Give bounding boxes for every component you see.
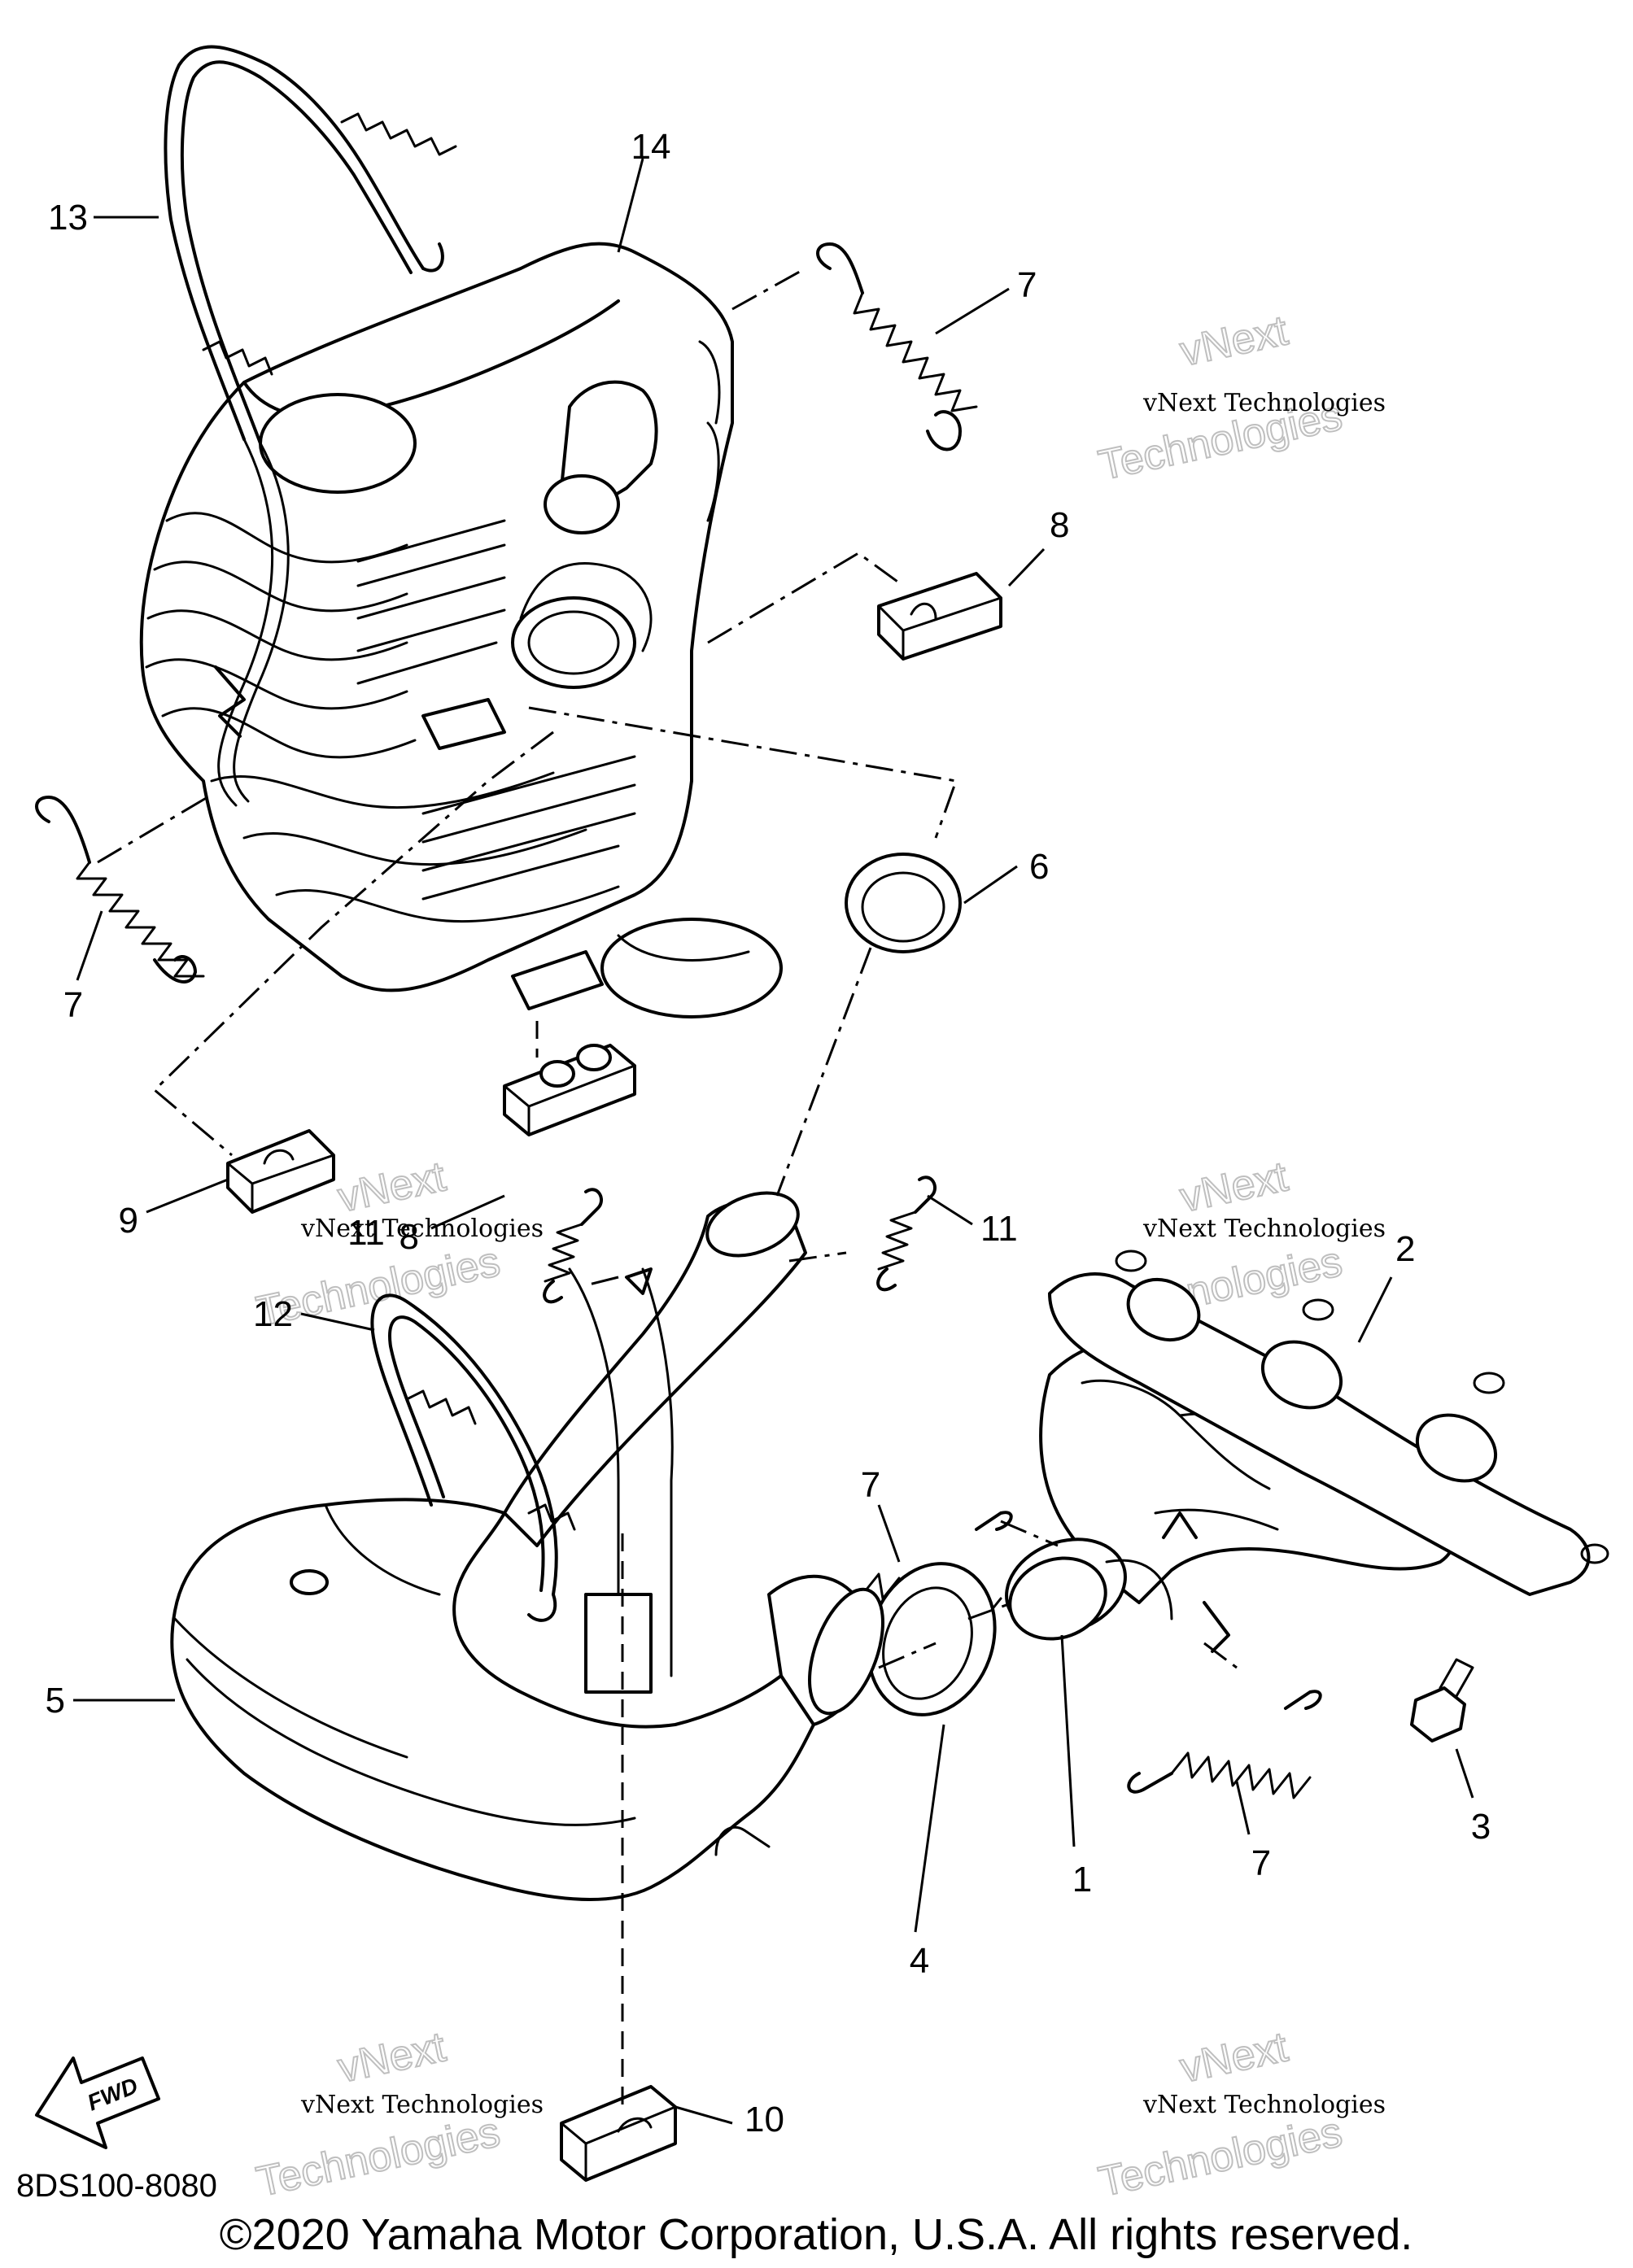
watermark-top-right: vNext Technologies vNext Technologies <box>1094 306 1386 490</box>
part-14-water-box <box>139 242 783 1018</box>
watermark-big-top: vNext <box>1176 307 1292 375</box>
callout-5: 5 <box>46 1681 65 1721</box>
part-9-mount <box>226 1129 335 1214</box>
callout-2: 2 <box>1395 1229 1415 1269</box>
dashed-guides <box>97 267 1238 2107</box>
part-8-mount-upper <box>877 572 1002 661</box>
watermark-small: vNext Technologies <box>300 2091 544 2119</box>
part-7-spring-top-right <box>816 242 978 451</box>
fwd-arrow-icon: FWD <box>35 2056 160 2149</box>
part-1-exhaust-manifold <box>1005 1337 1456 1653</box>
callout-14: 14 <box>631 127 671 167</box>
copyright-notice: ©2020 Yamaha Motor Corporation, U.S.A. A… <box>220 2210 1413 2259</box>
callout-11-left: 11 <box>347 1213 385 1253</box>
callout-7-bottom: 7 <box>1251 1843 1271 1883</box>
part-5-expansion-chamber <box>170 1191 884 1901</box>
watermark-big-top: vNext <box>334 2023 450 2091</box>
part-7-spring-bottom-right <box>1127 1690 1322 1799</box>
callout-labels: 13 14 7 8 6 7 9 8 11 11 12 2 5 7 3 7 1 4… <box>46 127 1491 2139</box>
callout-8-lower: 8 <box>400 1217 419 1257</box>
callout-9: 9 <box>119 1201 138 1241</box>
callout-10: 10 <box>744 2100 784 2139</box>
part-11-spring-left <box>543 1188 653 1304</box>
callout-12: 12 <box>253 1294 293 1334</box>
part-7-spring-left <box>35 796 205 984</box>
callout-8-upper: 8 <box>1050 505 1069 545</box>
part-8-mount-lower <box>503 1044 636 1136</box>
leader-lines <box>73 158 1474 2125</box>
watermark-big-top: vNext <box>334 1153 450 1221</box>
watermark-bottom-left: vNext Technologies vNext Technologies <box>251 2022 544 2206</box>
part-10-mount <box>560 2085 677 2182</box>
callout-6: 6 <box>1029 847 1049 887</box>
callout-13: 13 <box>48 198 88 238</box>
part-2-gasket <box>1048 1250 1609 1596</box>
part-11-spring-right <box>876 1175 937 1292</box>
callout-1: 1 <box>1072 1860 1092 1899</box>
callout-7-top: 7 <box>1017 265 1037 305</box>
watermark-small: vNext Technologies <box>1142 2091 1386 2119</box>
part-3-bolt <box>1410 1658 1474 1742</box>
watermark-small: vNext Technologies <box>1142 389 1386 417</box>
watermark-big-top: vNext <box>1176 2023 1292 2091</box>
diagram-code: 8DS100-8080 <box>16 2168 217 2204</box>
callout-7-center: 7 <box>861 1465 880 1505</box>
part-12-hose <box>370 1293 576 1622</box>
callout-4: 4 <box>910 1941 929 1981</box>
callout-3: 3 <box>1471 1807 1491 1847</box>
callout-7-left: 7 <box>63 985 83 1025</box>
watermark-big-top: vNext <box>1176 1153 1292 1221</box>
watermark-big-bottom: Technologies <box>1094 2109 1346 2206</box>
part-13-cable <box>164 45 457 807</box>
watermark-big-bottom: Technologies <box>252 2109 504 2206</box>
watermark-small: vNext Technologies <box>1142 1215 1386 1243</box>
watermark-small: vNext Technologies <box>300 1215 544 1243</box>
callout-11-right: 11 <box>980 1209 1018 1249</box>
part-6-ring <box>845 853 962 953</box>
watermark-bottom-right: vNext Technologies vNext Technologies <box>1094 2022 1386 2206</box>
